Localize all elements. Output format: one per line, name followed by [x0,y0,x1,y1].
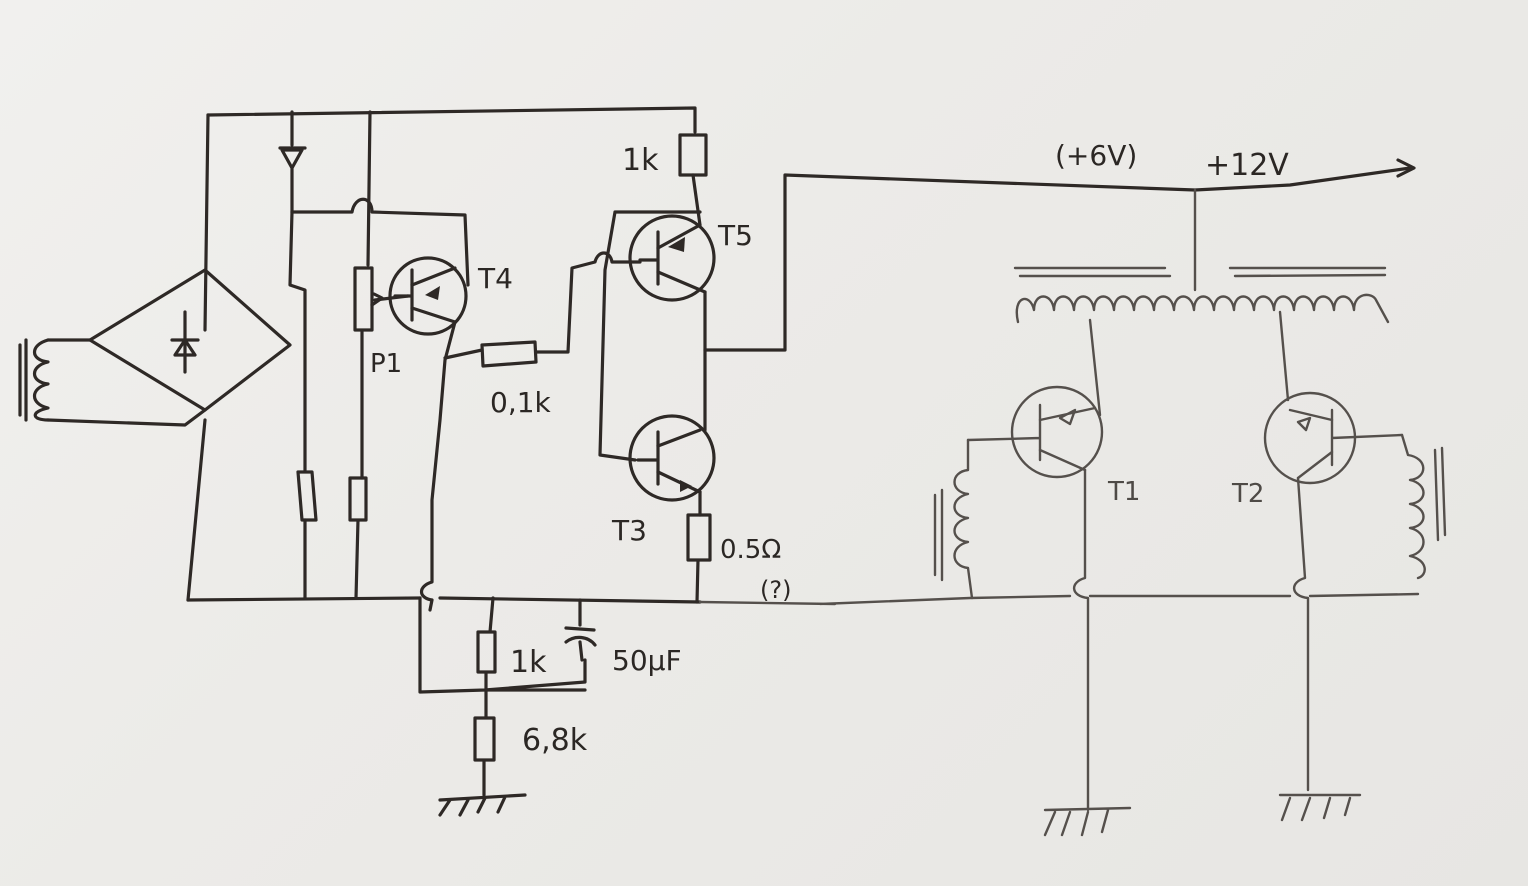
input-transformer-winding [18,338,207,427]
zener-node-wire [290,197,470,287]
ground-t2 [1278,793,1362,822]
transistor-t1 [966,385,1104,479]
top-rail-wire [206,106,697,134]
capacitor-50uf [564,598,597,662]
filter-capacitor-right [348,476,368,600]
label-t3: T3 [611,514,647,547]
transistor-t2 [1263,391,1404,485]
t4-collector-down-wire [419,320,457,612]
transistor-t4 [388,256,468,336]
label-v12: +12V [1205,148,1289,183]
transistor-t5 [628,214,716,302]
bottom-rail-extension-wire [698,592,1420,606]
left-rail-wire [203,113,210,332]
zener-down-wire [288,210,307,472]
ground-t1 [1043,806,1132,837]
label-r-emit-note: (?) [760,576,791,604]
t2-feedback-winding [1400,433,1447,580]
label-t1: T1 [1107,477,1140,507]
resistor-1k-top [678,133,708,227]
label-r-fb: 1k [510,645,547,680]
label-t5: T5 [717,219,753,252]
label-v6: (+6V) [1055,139,1137,172]
transformer-core [1013,266,1387,278]
filter-capacitor-left [296,470,318,600]
label-r-emit: 0.5Ω [720,535,781,565]
t1-feedback-winding [933,438,974,600]
label-p1: P1 [370,349,402,379]
resistor-0-5-ohm [686,513,712,604]
supply-arrow [1396,158,1416,178]
resistor-0-1k [480,251,642,368]
label-r-top: 1k [622,143,659,178]
t5-side-wire [598,210,702,462]
label-cap: 50µF [612,644,682,677]
zener-diode [278,110,307,214]
t2-collector-wire [1278,310,1290,402]
label-r-gnd: 6,8k [522,723,588,758]
transistor-t3 [628,414,716,502]
t1-collector-wire [1088,318,1102,417]
label-t2: T2 [1231,479,1264,509]
output-feed-wire [703,166,1412,352]
pot-rail-wire [366,110,372,267]
t4-base-resistor-wire [443,348,484,360]
feedback-network-wire [418,596,587,694]
ground-left [438,793,527,817]
bridge-rectifier [88,268,292,412]
label-t4: T4 [477,262,513,295]
t1-emitter-to-ground-wire [1072,468,1090,812]
t2-emitter-to-ground-wire [1292,476,1310,792]
label-r-base: 0,1k [490,386,552,419]
resistor-6-8k [473,688,496,797]
resistor-1k-feedback [476,596,497,692]
transformer-primary-winding [1015,293,1390,324]
bottom-rail-wire [186,596,702,604]
bridge-bottom-to-ground-wire [186,418,207,602]
